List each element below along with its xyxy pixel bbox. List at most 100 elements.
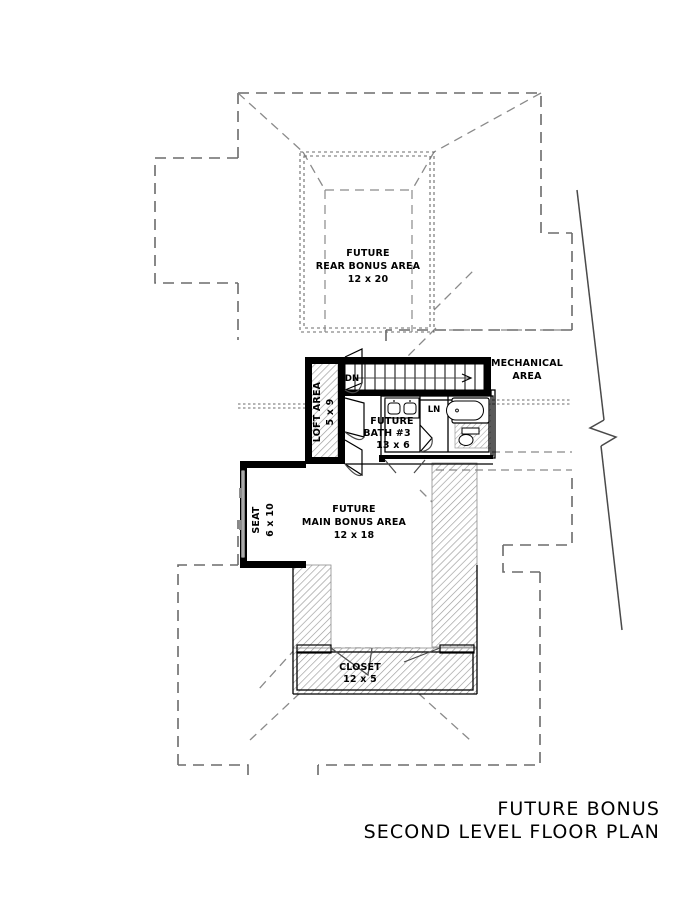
bath-room-outline: [380, 395, 494, 457]
door-arc-bonus: [344, 463, 363, 477]
main-bonus-dims: 12 x 18: [334, 530, 375, 541]
door-bath-leaf: [384, 459, 397, 474]
main-bonus-name-1: FUTURE: [332, 504, 375, 515]
room-label-loft: LOFT AREA 5 x 9: [312, 381, 336, 442]
hip-line-e1: [433, 269, 475, 311]
rear-bonus-knee-walls: [324, 189, 413, 332]
roof-edge-right-mid: [503, 478, 573, 546]
loft-name: LOFT AREA: [312, 381, 323, 442]
wall-bath-right: [490, 389, 496, 459]
hip-outer-se: [417, 692, 471, 741]
wall-mech-left: [484, 357, 491, 393]
rear-bonus-name-1: FUTURE: [346, 248, 389, 259]
title-line-1: FUTURE BONUS: [497, 798, 660, 820]
hip-line-closet-sw: [257, 647, 297, 691]
thin-walls-group: [292, 389, 496, 695]
section-break-zigzag: [588, 419, 618, 447]
room-label-seat: SEAT 6 x 10: [251, 503, 276, 537]
rear-bonus-name-2: REAR BONUS AREA: [316, 261, 421, 272]
hatch-main-right-kneewall: [431, 462, 478, 648]
door-swings-group: [344, 348, 433, 477]
drawing-title-block: FUTURE BONUS SECOND LEVEL FLOOR PLAN: [364, 798, 660, 843]
hip-line-ne: [433, 92, 542, 153]
section-line-upper: [576, 189, 605, 421]
door-arc-loft-upper: [344, 382, 363, 394]
closet-inner-outline: [296, 651, 474, 691]
closet-name: CLOSET: [339, 662, 381, 673]
bathtub-basin: [446, 400, 484, 421]
seat-name: SEAT: [251, 506, 262, 534]
wall-stair-top: [338, 357, 491, 364]
sink-basin-right: [403, 402, 417, 415]
wall-loft-top: [305, 357, 345, 364]
bath-name-2: BATH #3: [363, 428, 411, 439]
rear-bonus-box-inner: [303, 155, 431, 329]
hatch-loft-area: [310, 358, 339, 463]
door-bath-leaf2: [413, 459, 426, 474]
door-arc-linen: [419, 437, 433, 453]
roof-step-right: [502, 545, 540, 573]
room-label-mechanical: MECHANICAL AREA: [491, 358, 563, 382]
wall-stair-bottom: [345, 390, 491, 396]
faucet-left: [393, 400, 395, 402]
closet-dims: 12 x 5: [343, 674, 377, 685]
thin-dotted-lines: [238, 399, 572, 409]
wall-bath-jamb: [379, 455, 385, 462]
hatch-closet-left-kneewall: [292, 564, 332, 650]
windows-group: [239, 469, 246, 559]
roof-step-bottom-2: [178, 764, 249, 775]
title-line-2: SECOND LEVEL FLOOR PLAN: [364, 821, 660, 843]
mech-name-2: AREA: [512, 371, 542, 382]
wall-seat-top: [240, 461, 306, 468]
window-marker-1: [239, 488, 242, 498]
hip-outer-sw: [249, 692, 301, 741]
stair-treads: [354, 364, 476, 390]
closet-door-swing: [330, 647, 373, 677]
toilet-tank: [461, 427, 480, 435]
wall-loft-bottom: [305, 457, 345, 464]
wall-bath-bottom: [381, 455, 493, 459]
room-label-main-bonus: FUTURE MAIN BONUS AREA 12 x 18: [302, 504, 407, 541]
wall-seat-bottom: [240, 561, 306, 568]
bath-fixtures-group: LN: [384, 397, 490, 446]
roof-edge-top: [238, 92, 572, 234]
door-arc-loft-lower: [344, 431, 365, 441]
closet-opening: [296, 644, 475, 677]
door-bonus-entry: [344, 439, 363, 477]
stair-direction-arrow: [461, 373, 473, 383]
room-label-closet: CLOSET 12 x 5: [339, 662, 381, 685]
door-loft-upper: [344, 348, 363, 391]
mech-name-1: MECHANICAL: [491, 358, 563, 369]
bathtub-drain: [455, 408, 459, 413]
window-marker-2: [239, 520, 242, 530]
toilet-bowl: [458, 434, 474, 446]
closet-door-panel: [403, 647, 441, 663]
rear-bonus-box-outer: [299, 151, 435, 333]
closet-jamb-right: [439, 644, 475, 654]
thin-ceiling-lines: [436, 329, 572, 471]
main-bonus-name-2: MAIN BONUS AREA: [302, 517, 407, 528]
section-cut-line: [576, 189, 623, 631]
roof-notch-left: [154, 157, 238, 284]
loft-dims: 5 x 9: [325, 399, 336, 426]
closet-jamb-left: [296, 644, 332, 654]
stair-down-label: DN: [345, 374, 359, 384]
linen-closet-label: LN: [428, 405, 441, 415]
bath-name-1: FUTURE: [370, 416, 413, 427]
door-loft-lower: [344, 397, 365, 438]
section-line-lower: [600, 445, 623, 631]
rear-bonus-dims: 12 x 20: [348, 274, 389, 285]
bath-room-inner: [384, 399, 490, 453]
rear-bonus-outline: [299, 151, 435, 333]
stairs-group: DN: [344, 363, 485, 391]
roof-edge-bottom-right: [318, 572, 541, 766]
valley-nw: [302, 151, 326, 191]
bath-dims: 13 x 6: [376, 440, 410, 451]
hatch-closet-floor: [292, 647, 478, 695]
roof-edge-bottom-left: [177, 564, 238, 765]
seat-dims: 6 x 10: [265, 503, 276, 537]
wall-loft-right-upper: [338, 357, 345, 457]
